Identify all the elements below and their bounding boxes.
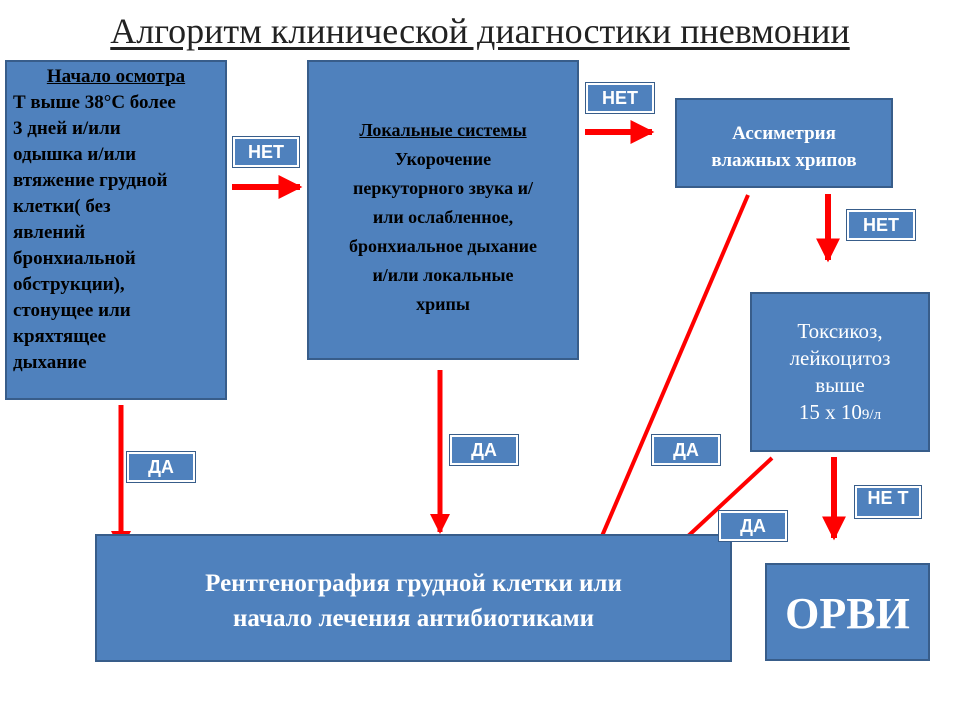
box-asym-line: влажных хрипов (711, 150, 857, 171)
label-yes-2: ДА (449, 434, 519, 466)
box-local-systems: Локальные системы Укорочение перкуторног… (307, 60, 579, 360)
box-orvi-text: ОРВИ (785, 589, 910, 638)
box-tox-line: Токсикоз, (797, 319, 883, 343)
box-xray: Рентгенография грудной клетки или начало… (95, 534, 732, 662)
box-local-line: хрипы (416, 294, 470, 314)
box-start-line: обструкции), (13, 274, 125, 295)
box-tox-line: выше (815, 373, 865, 397)
label-yes-1: ДА (126, 451, 196, 483)
label-no-3: НЕТ (846, 209, 916, 241)
box-asymmetry: Ассиметрия влажных хрипов (675, 98, 893, 188)
box-local-line: Укорочение (394, 149, 492, 169)
box-start-line: дыхание (13, 352, 87, 373)
box-tox-value: 15 х 10 (798, 400, 862, 424)
box-start-line: явлений (13, 222, 86, 243)
box-local-line: или ослабленное, (372, 207, 514, 227)
box-local-line: перкуторного звука и/ (352, 178, 533, 198)
box-start-line: 3 дней и/или (13, 118, 121, 139)
box-start-line: стонущее или (13, 300, 131, 321)
box-toxicosis: Токсикоз, лейкоцитоз выше 15 х 109/л (750, 292, 930, 452)
box-tox-exponent: 9/л (861, 407, 882, 423)
box-local-line: бронхиальное дыхание (348, 236, 538, 256)
box-local-line: и/или локальные (372, 265, 514, 285)
box-orvi: ОРВИ (765, 563, 930, 661)
label-no-2: НЕТ (585, 82, 655, 114)
arrow-asym-to-xray (594, 194, 750, 552)
box-xray-line: начало лечения антибиотиками (232, 605, 595, 632)
box-tox-line: 15 х 109/л (752, 399, 928, 429)
label-no-4: НЕ Т (854, 485, 922, 519)
box-start-line: бронхиальной (13, 248, 136, 269)
box-start-line: кряхтящее (13, 326, 107, 347)
box-start-line: клетки( без (13, 196, 111, 217)
box-start-line: втяжение грудной (13, 170, 168, 191)
box-start-line: одышка и/или (13, 144, 137, 165)
box-xray-line: Рентгенография грудной клетки или (205, 570, 622, 597)
box-tox-line: лейкоцитоз (789, 346, 891, 370)
page-title: Алгоритм клинической диагностики пневмон… (110, 11, 850, 51)
box-local-heading: Локальные системы (359, 120, 527, 140)
label-no-1: НЕТ (232, 136, 300, 168)
box-start-heading: Начало осмотра (46, 66, 186, 87)
box-start: Начало осмотра Т выше 38°С более 3 дней … (5, 60, 227, 400)
label-yes-4: ДА (718, 510, 788, 542)
box-start-line: Т выше 38°С более (13, 92, 176, 113)
label-yes-3: ДА (651, 434, 721, 466)
box-asym-line: Ассиметрия (732, 123, 836, 144)
